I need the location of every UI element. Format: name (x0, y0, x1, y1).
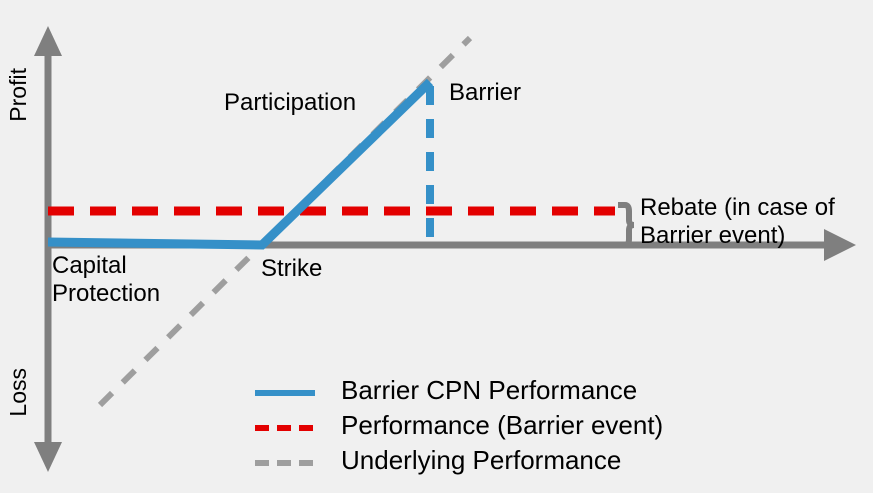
legend-label-barrier-cpn-performance: Barrier CPN Performance (341, 375, 638, 405)
legend-swatch-solid-blue (255, 390, 315, 396)
rebate-label: Rebate (in case of Barrier event) (640, 194, 835, 251)
rebate-brace (618, 202, 635, 248)
participation-label: Participation (224, 89, 357, 116)
rebate-line-1: Rebate (in case of (640, 194, 835, 221)
barrier-label: Barrier (449, 79, 522, 106)
capital-protection-line-1: Capital (52, 252, 127, 279)
legend-label-underlying-performance: Underlying Performance (341, 445, 622, 475)
legend-swatch-dashed-gray (255, 460, 315, 466)
legend-swatch-dashed-red (255, 425, 315, 431)
capital-protection-label: Capital Protection (52, 252, 160, 309)
legend-item-barrier-cpn-performance: Barrier CPN Performance (255, 375, 705, 413)
rebate-line-2: Barrier event) (640, 222, 786, 250)
chart-legend: Barrier CPN Performance Performance (Bar… (255, 375, 705, 483)
legend-item-performance-barrier-event: Performance (Barrier event) (255, 410, 705, 448)
legend-label-performance-barrier-event: Performance (Barrier event) (341, 410, 664, 440)
strike-label: Strike (261, 255, 323, 282)
y-axis (34, 26, 62, 472)
y-axis-profit-label: Profit (5, 68, 31, 122)
capital-protection-line-2: Protection (52, 280, 161, 308)
barrier-cpn-performance-line (47, 78, 434, 250)
legend-item-underlying-performance: Underlying Performance (255, 445, 705, 483)
y-axis-loss-label: Loss (5, 368, 31, 417)
